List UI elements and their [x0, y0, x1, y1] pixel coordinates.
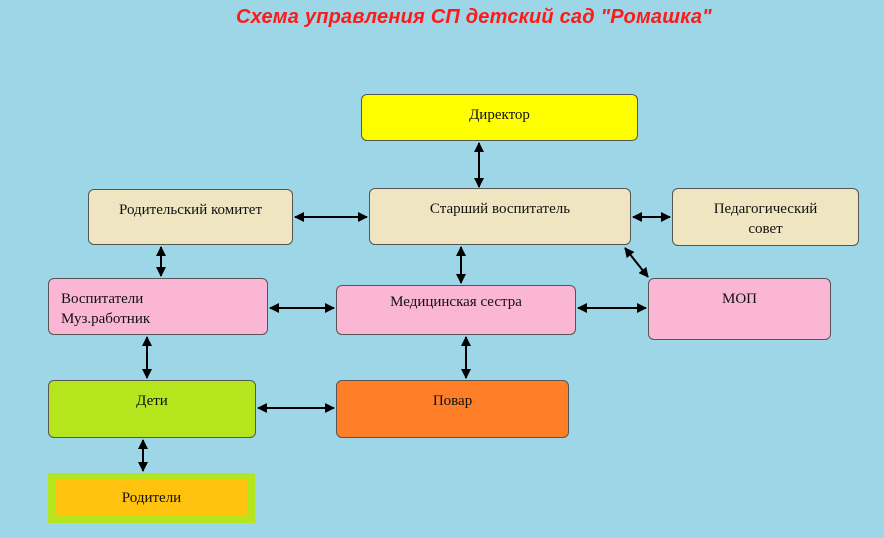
box-director-label: Директор	[469, 107, 530, 123]
box-parent-committee-label: Родительский комитет	[118, 202, 262, 218]
box-teachers-line2: Муз.работник	[61, 311, 151, 327]
box-mop: МОП	[648, 278, 831, 340]
box-teachers-line1: Воспитатели	[61, 291, 144, 307]
box-children-label: Дети	[136, 393, 168, 409]
box-cook: Повар	[336, 380, 569, 438]
box-pedagogical-council-line2: совет	[748, 221, 783, 237]
box-senior-teacher: Старший воспитатель	[369, 188, 631, 245]
box-pedagogical-council: Педагогический совет	[672, 188, 859, 246]
box-nurse: Медицинская сестра	[336, 285, 576, 335]
box-nurse-label: Медицинская сестра	[390, 294, 522, 310]
box-senior-teacher-label: Старший воспитатель	[429, 201, 571, 217]
box-pedagogical-council-line1: Педагогический	[713, 201, 818, 217]
box-director: Директор	[361, 94, 638, 141]
box-cook-label: Повар	[432, 393, 473, 409]
diagram-title: Схема управления СП детский сад "Ромашка…	[236, 6, 712, 28]
box-parents-inner: Родители	[56, 480, 247, 516]
box-parents: Родители	[48, 473, 255, 523]
box-teachers: Воспитатели Муз.работник	[48, 278, 268, 335]
arrow-senior-mop	[624, 247, 649, 278]
box-parents-label: Родители	[121, 490, 182, 506]
box-parent-committee: Родительский комитет	[88, 189, 293, 245]
box-children: Дети	[48, 380, 256, 438]
box-mop-label: МОП	[721, 291, 757, 307]
